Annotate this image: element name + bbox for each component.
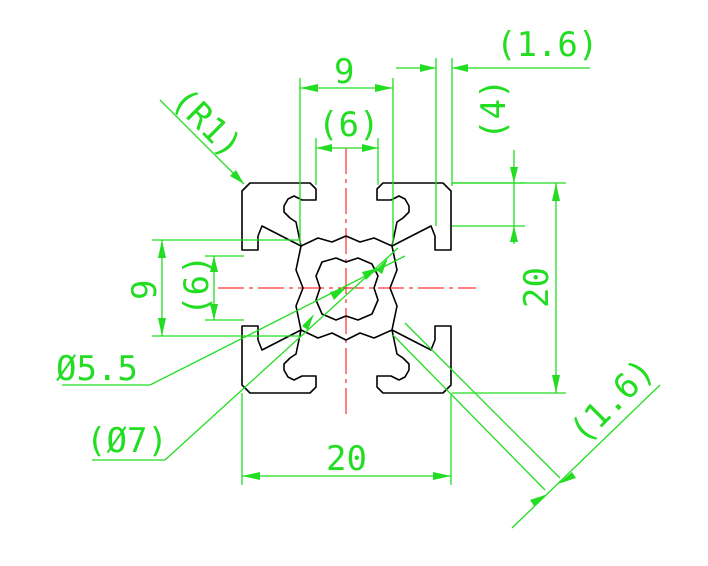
bore-outer-label: (Ø7) <box>86 421 168 461</box>
slot-width-label: 9 <box>334 52 354 92</box>
slot-opening-label: (6) <box>318 105 379 145</box>
dim-slot-width: 9 <box>299 52 394 245</box>
dim-left-opening: (6) <box>177 255 244 321</box>
profile-outline <box>241 182 452 394</box>
bore-label: Ø5.5 <box>56 349 138 389</box>
center-lines <box>218 148 476 418</box>
dim-slot-opening: (6) <box>315 105 379 185</box>
dim-wall-top: (1.6) <box>396 25 598 226</box>
left-slot-label: 9 <box>125 280 165 300</box>
dim-height: 20 <box>452 182 566 394</box>
depth-4-label: (4) <box>474 79 514 140</box>
width-label: 20 <box>326 439 367 479</box>
leader-bore: Ø5.5 <box>56 255 406 389</box>
dim-depth-4: (4) <box>452 79 525 244</box>
leader-bore-outer: (Ø7) <box>86 247 399 461</box>
dim-left-slot: 9 <box>125 239 300 337</box>
leader-corner-radius: (R1) <box>159 80 250 185</box>
left-opening-label: (6) <box>177 255 217 316</box>
dim-width: 20 <box>241 393 452 485</box>
dim-wall-diag: (1.6) <box>392 322 663 529</box>
corner-radius-label: (R1) <box>164 80 250 166</box>
height-label: 20 <box>517 267 557 308</box>
wall-diag-label: (1.6) <box>562 351 663 452</box>
wall-top-label: (1.6) <box>496 25 598 65</box>
